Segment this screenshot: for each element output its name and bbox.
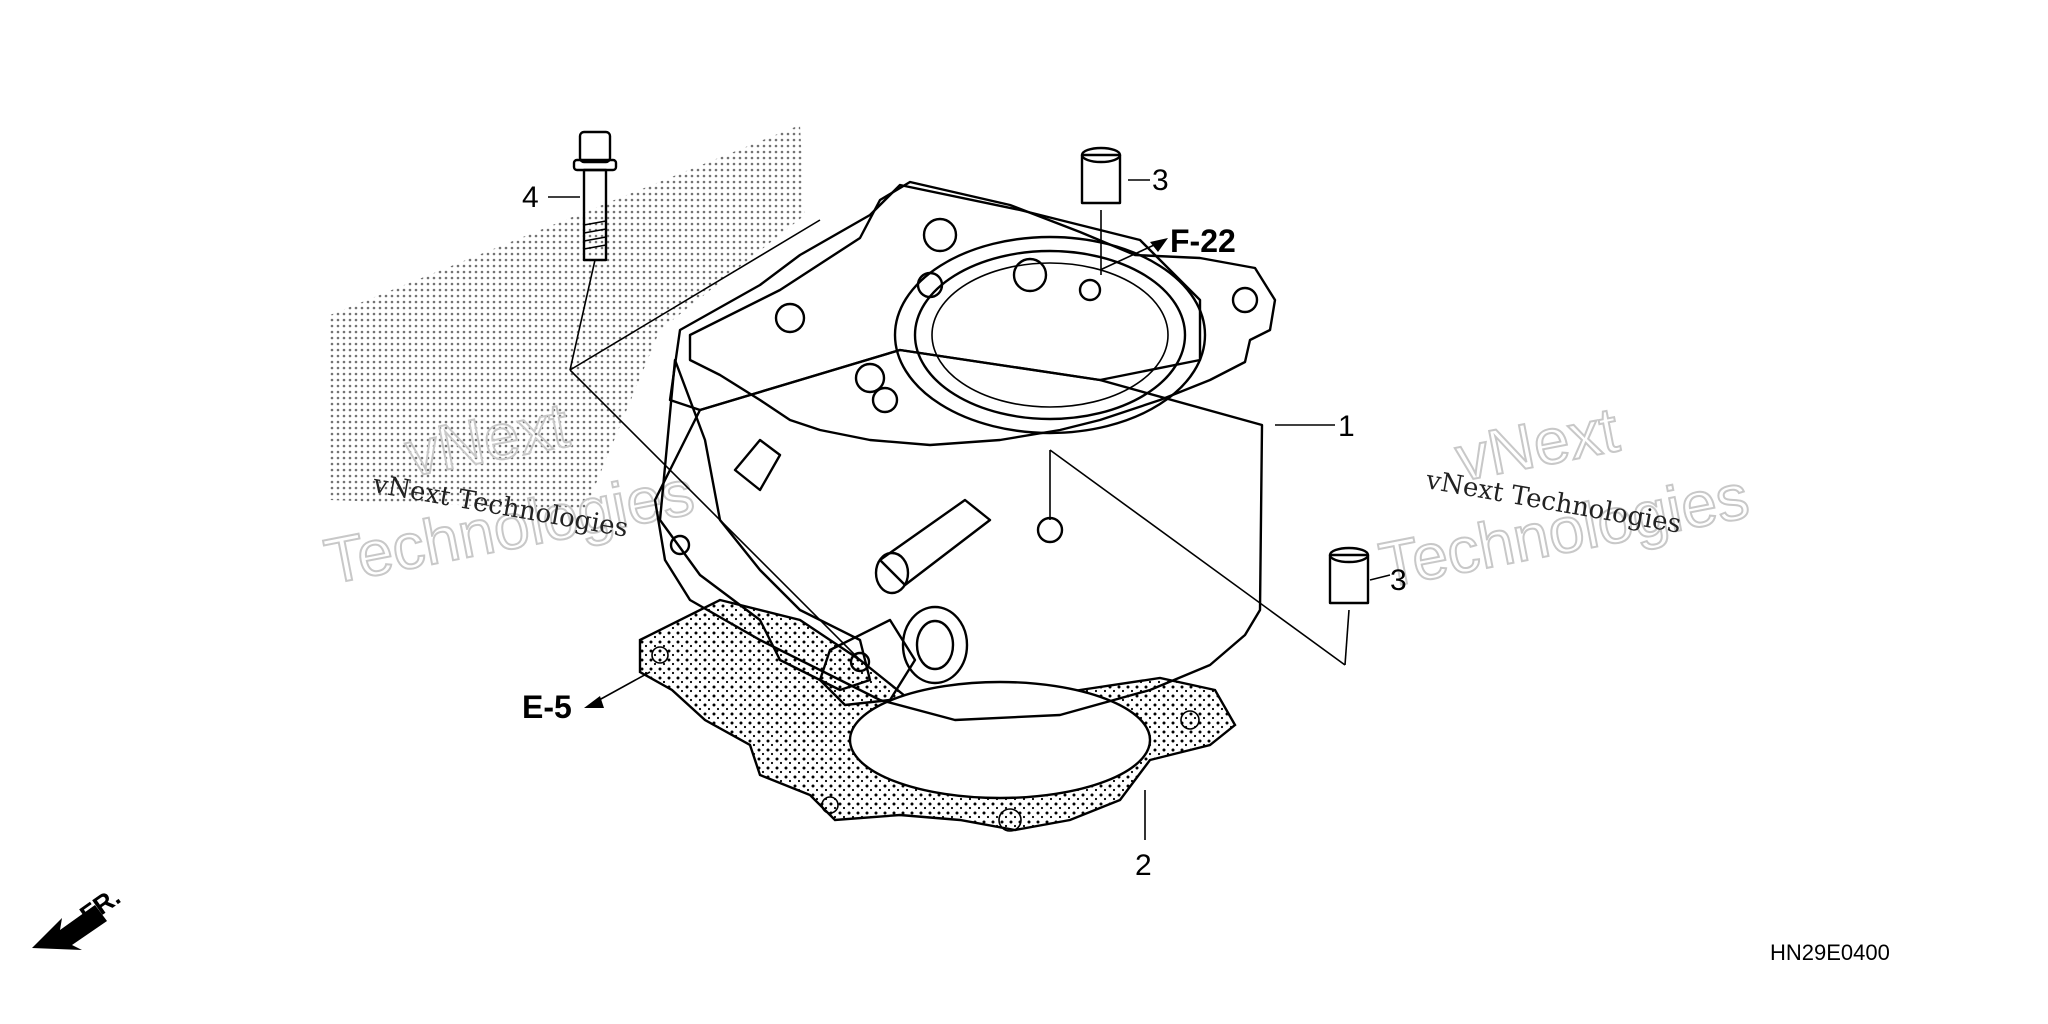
cylinder-block bbox=[653, 180, 1277, 722]
diagram-code: HN29E0400 bbox=[1770, 940, 1890, 965]
part-label-3-right: 3 bbox=[1390, 564, 1407, 597]
part-label-2: 2 bbox=[1135, 849, 1152, 882]
part-label-4: 4 bbox=[522, 181, 539, 214]
watermark-large-right: vNext Technologies bbox=[1373, 392, 1755, 602]
dowel-pin-top bbox=[1080, 146, 1122, 205]
part-label-1: 1 bbox=[1338, 410, 1355, 443]
leader-lines bbox=[548, 179, 1391, 840]
part-label-3-top: 3 bbox=[1152, 164, 1169, 197]
front-direction-arrow: FR. bbox=[32, 881, 126, 950]
shading-region bbox=[330, 125, 805, 510]
dowel-pin-right bbox=[1328, 546, 1370, 605]
reference-e5[interactable]: E-5 bbox=[522, 689, 572, 725]
reference-f22[interactable]: F-22 bbox=[1170, 223, 1236, 259]
